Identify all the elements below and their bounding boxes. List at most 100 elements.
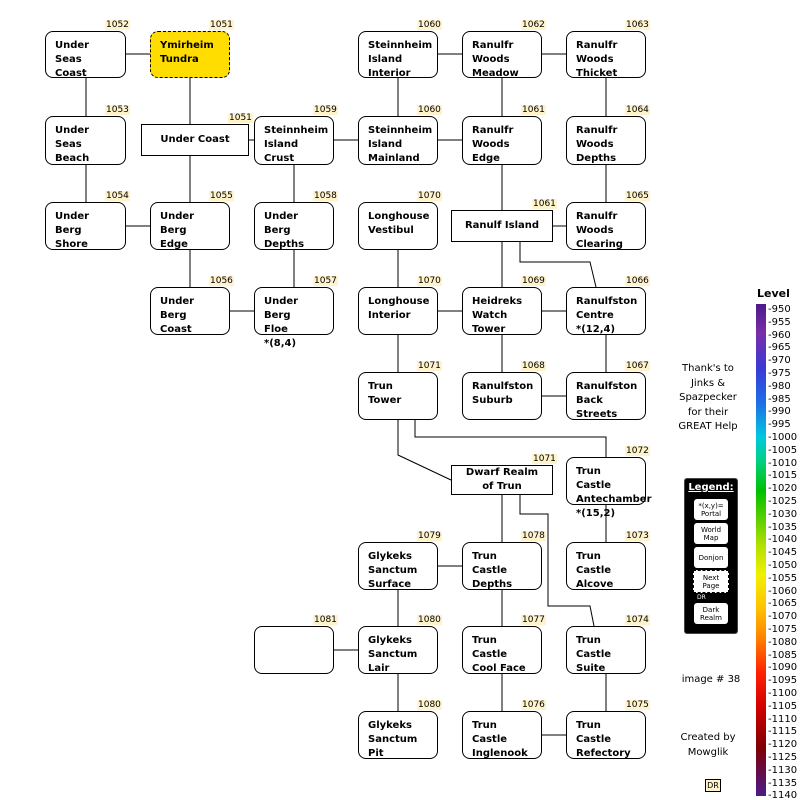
- level-tick: -1115: [768, 726, 798, 738]
- room-level-label: 1052: [105, 20, 130, 30]
- level-tick: -955: [768, 316, 791, 328]
- room-trun-tower[interactable]: Trun Tower: [358, 372, 438, 420]
- level-scale-title: Level: [757, 287, 790, 300]
- level-tick: -970: [768, 355, 791, 367]
- room-level-label: 1072: [625, 446, 650, 456]
- thanks-note: Thank's to Jinks & Spazpecker for their …: [678, 363, 738, 432]
- room-trun-castle-antechamber[interactable]: Trun Castle Antechamber *(15,2): [566, 457, 652, 519]
- legend-portal: *(x,y)= Portal: [693, 498, 729, 521]
- legend-dark-realm: Dark Realm: [693, 602, 729, 625]
- room-ranulf-island[interactable]: Ranulf Island: [451, 210, 553, 242]
- room-level-label: 1058: [313, 191, 338, 201]
- room-level-label: 1071: [532, 454, 557, 464]
- connection-line: [519, 495, 595, 627]
- room-trun-castle-suite[interactable]: Trun Castle Suite: [566, 626, 646, 674]
- room-trun-castle-cool-face[interactable]: Trun Castle Cool Face: [462, 626, 542, 674]
- room-ranulfston-centre[interactable]: Ranulfston Centre *(12,4): [566, 287, 646, 335]
- level-tick: -1050: [768, 560, 798, 571]
- room-glykeks-sanctum-surface[interactable]: Glykeks Sanctum Surface: [358, 542, 438, 590]
- legend: Legend: *(x,y)= Portal World Map Donjon …: [684, 478, 738, 634]
- level-tick: -975: [768, 368, 791, 379]
- level-tick: -1030: [768, 508, 798, 520]
- level-tick: -1055: [768, 572, 798, 584]
- room-trun-castle-alcove[interactable]: Trun Castle Alcove: [566, 542, 646, 590]
- level-tick: -1135: [768, 777, 798, 789]
- room-under-coast[interactable]: Under Coast: [141, 124, 249, 156]
- room-level-label: 1073: [625, 531, 650, 541]
- room-steinnheim-island-interior[interactable]: Steinnheim Island Interior: [358, 31, 438, 79]
- room-ranulfr-woods-depths[interactable]: Ranulfr Woods Depths: [566, 116, 646, 165]
- dark-realm-badge: DR: [705, 779, 721, 792]
- level-tick: -1105: [768, 700, 798, 712]
- room-level-label: 1081: [313, 615, 338, 625]
- room-level-label: 1051: [209, 20, 234, 30]
- room-level-label: 1074: [625, 615, 650, 625]
- level-tick: -1065: [768, 598, 798, 610]
- room-level-label: 1059: [313, 105, 338, 115]
- room-unnamed-room[interactable]: [254, 626, 334, 674]
- connection-line: [519, 242, 597, 288]
- room-level-label: 1065: [625, 191, 650, 201]
- level-tick: -1120: [768, 739, 798, 751]
- room-under-berg-depths[interactable]: Under Berg Depths: [254, 202, 334, 250]
- level-tick: -1040: [768, 534, 798, 546]
- level-tick: -1070: [768, 611, 798, 623]
- room-heidreks-watch-tower[interactable]: Heidreks Watch Tower: [462, 287, 542, 335]
- legend-next-page: Next Page: [693, 570, 729, 593]
- room-level-label: 1079: [417, 531, 442, 541]
- room-steinnheim-island-crust[interactable]: Steinnheim Island Crust: [254, 116, 334, 165]
- room-level-label: 1055: [209, 191, 234, 201]
- room-dwarf-realm-of-trun[interactable]: Dwarf Realm of Trun: [451, 465, 553, 495]
- room-under-berg-coast[interactable]: Under Berg Coast: [150, 287, 230, 335]
- room-ymirheim-tundra[interactable]: Ymirheim Tundra: [150, 31, 230, 78]
- level-tick: -1085: [768, 649, 798, 661]
- room-level-label: 1062: [521, 20, 546, 30]
- room-under-seas-beach[interactable]: Under Seas Beach: [45, 116, 126, 165]
- room-ranulfr-woods-clearing[interactable]: Ranulfr Woods Clearing: [566, 202, 646, 250]
- level-tick: -995: [768, 419, 791, 431]
- room-level-label: 1061: [521, 105, 546, 115]
- room-under-berg-edge[interactable]: Under Berg Edge: [150, 202, 230, 250]
- room-level-label: 1066: [625, 276, 650, 286]
- legend-title: Legend:: [688, 482, 734, 493]
- room-ranulfr-woods-meadow[interactable]: Ranulfr Woods Meadow: [462, 31, 542, 79]
- level-tick: -1100: [768, 688, 798, 699]
- room-glykeks-sanctum-lair[interactable]: Glykeks Sanctum Lair: [358, 626, 438, 674]
- room-level-label: 1076: [521, 700, 546, 710]
- room-level-label: 1064: [625, 105, 650, 115]
- legend-world-map: World Map: [693, 522, 729, 545]
- level-tick: -1090: [768, 662, 798, 674]
- room-ranulfr-woods-thicket[interactable]: Ranulfr Woods Thicket: [566, 31, 646, 79]
- room-level-label: 1080: [417, 700, 442, 710]
- room-level-label: 1068: [521, 361, 546, 371]
- credits: Created by Mowglik: [680, 732, 736, 758]
- room-trun-castle-inglenook[interactable]: Trun Castle Inglenook: [462, 711, 542, 759]
- room-ranulfr-woods-edge[interactable]: Ranulfr Woods Edge: [462, 116, 542, 165]
- connection-line: [397, 420, 452, 481]
- room-trun-castle-depths[interactable]: Trun Castle Depths: [462, 542, 542, 590]
- room-under-seas-coast[interactable]: Under Seas Coast: [45, 31, 126, 79]
- room-ranulfston-suburb[interactable]: Ranulfston Suburb: [462, 372, 542, 420]
- level-tick: -985: [768, 393, 791, 405]
- legend-donjon: Donjon: [693, 546, 729, 569]
- room-level-label: 1053: [105, 105, 130, 115]
- room-level-label: 1060: [417, 105, 442, 115]
- room-level-label: 1080: [417, 615, 442, 625]
- room-ranulfston-back-streets[interactable]: Ranulfston Back Streets: [566, 372, 646, 420]
- level-tick: -950: [768, 304, 791, 315]
- level-tick: -1025: [768, 496, 798, 507]
- room-steinnheim-island-mainland[interactable]: Steinnheim Island Mainland: [358, 116, 438, 165]
- room-trun-castle-refectory[interactable]: Trun Castle Refectory: [566, 711, 646, 759]
- room-under-berg-shore[interactable]: Under Berg Shore: [45, 202, 126, 250]
- room-glykeks-sanctum-pit[interactable]: Glykeks Sanctum Pit: [358, 711, 438, 759]
- room-level-label: 1069: [521, 276, 546, 286]
- level-tick: -1130: [768, 764, 798, 776]
- room-under-berg-floe[interactable]: Under Berg Floe *(8,4): [254, 287, 334, 349]
- legend-dr-tag: DR: [697, 594, 706, 601]
- room-longhouse-interior[interactable]: Longhouse Interior: [358, 287, 438, 335]
- room-longhouse-vestibul[interactable]: Longhouse Vestibul: [358, 202, 438, 250]
- level-color-bar: [756, 304, 766, 796]
- room-level-label: 1063: [625, 20, 650, 30]
